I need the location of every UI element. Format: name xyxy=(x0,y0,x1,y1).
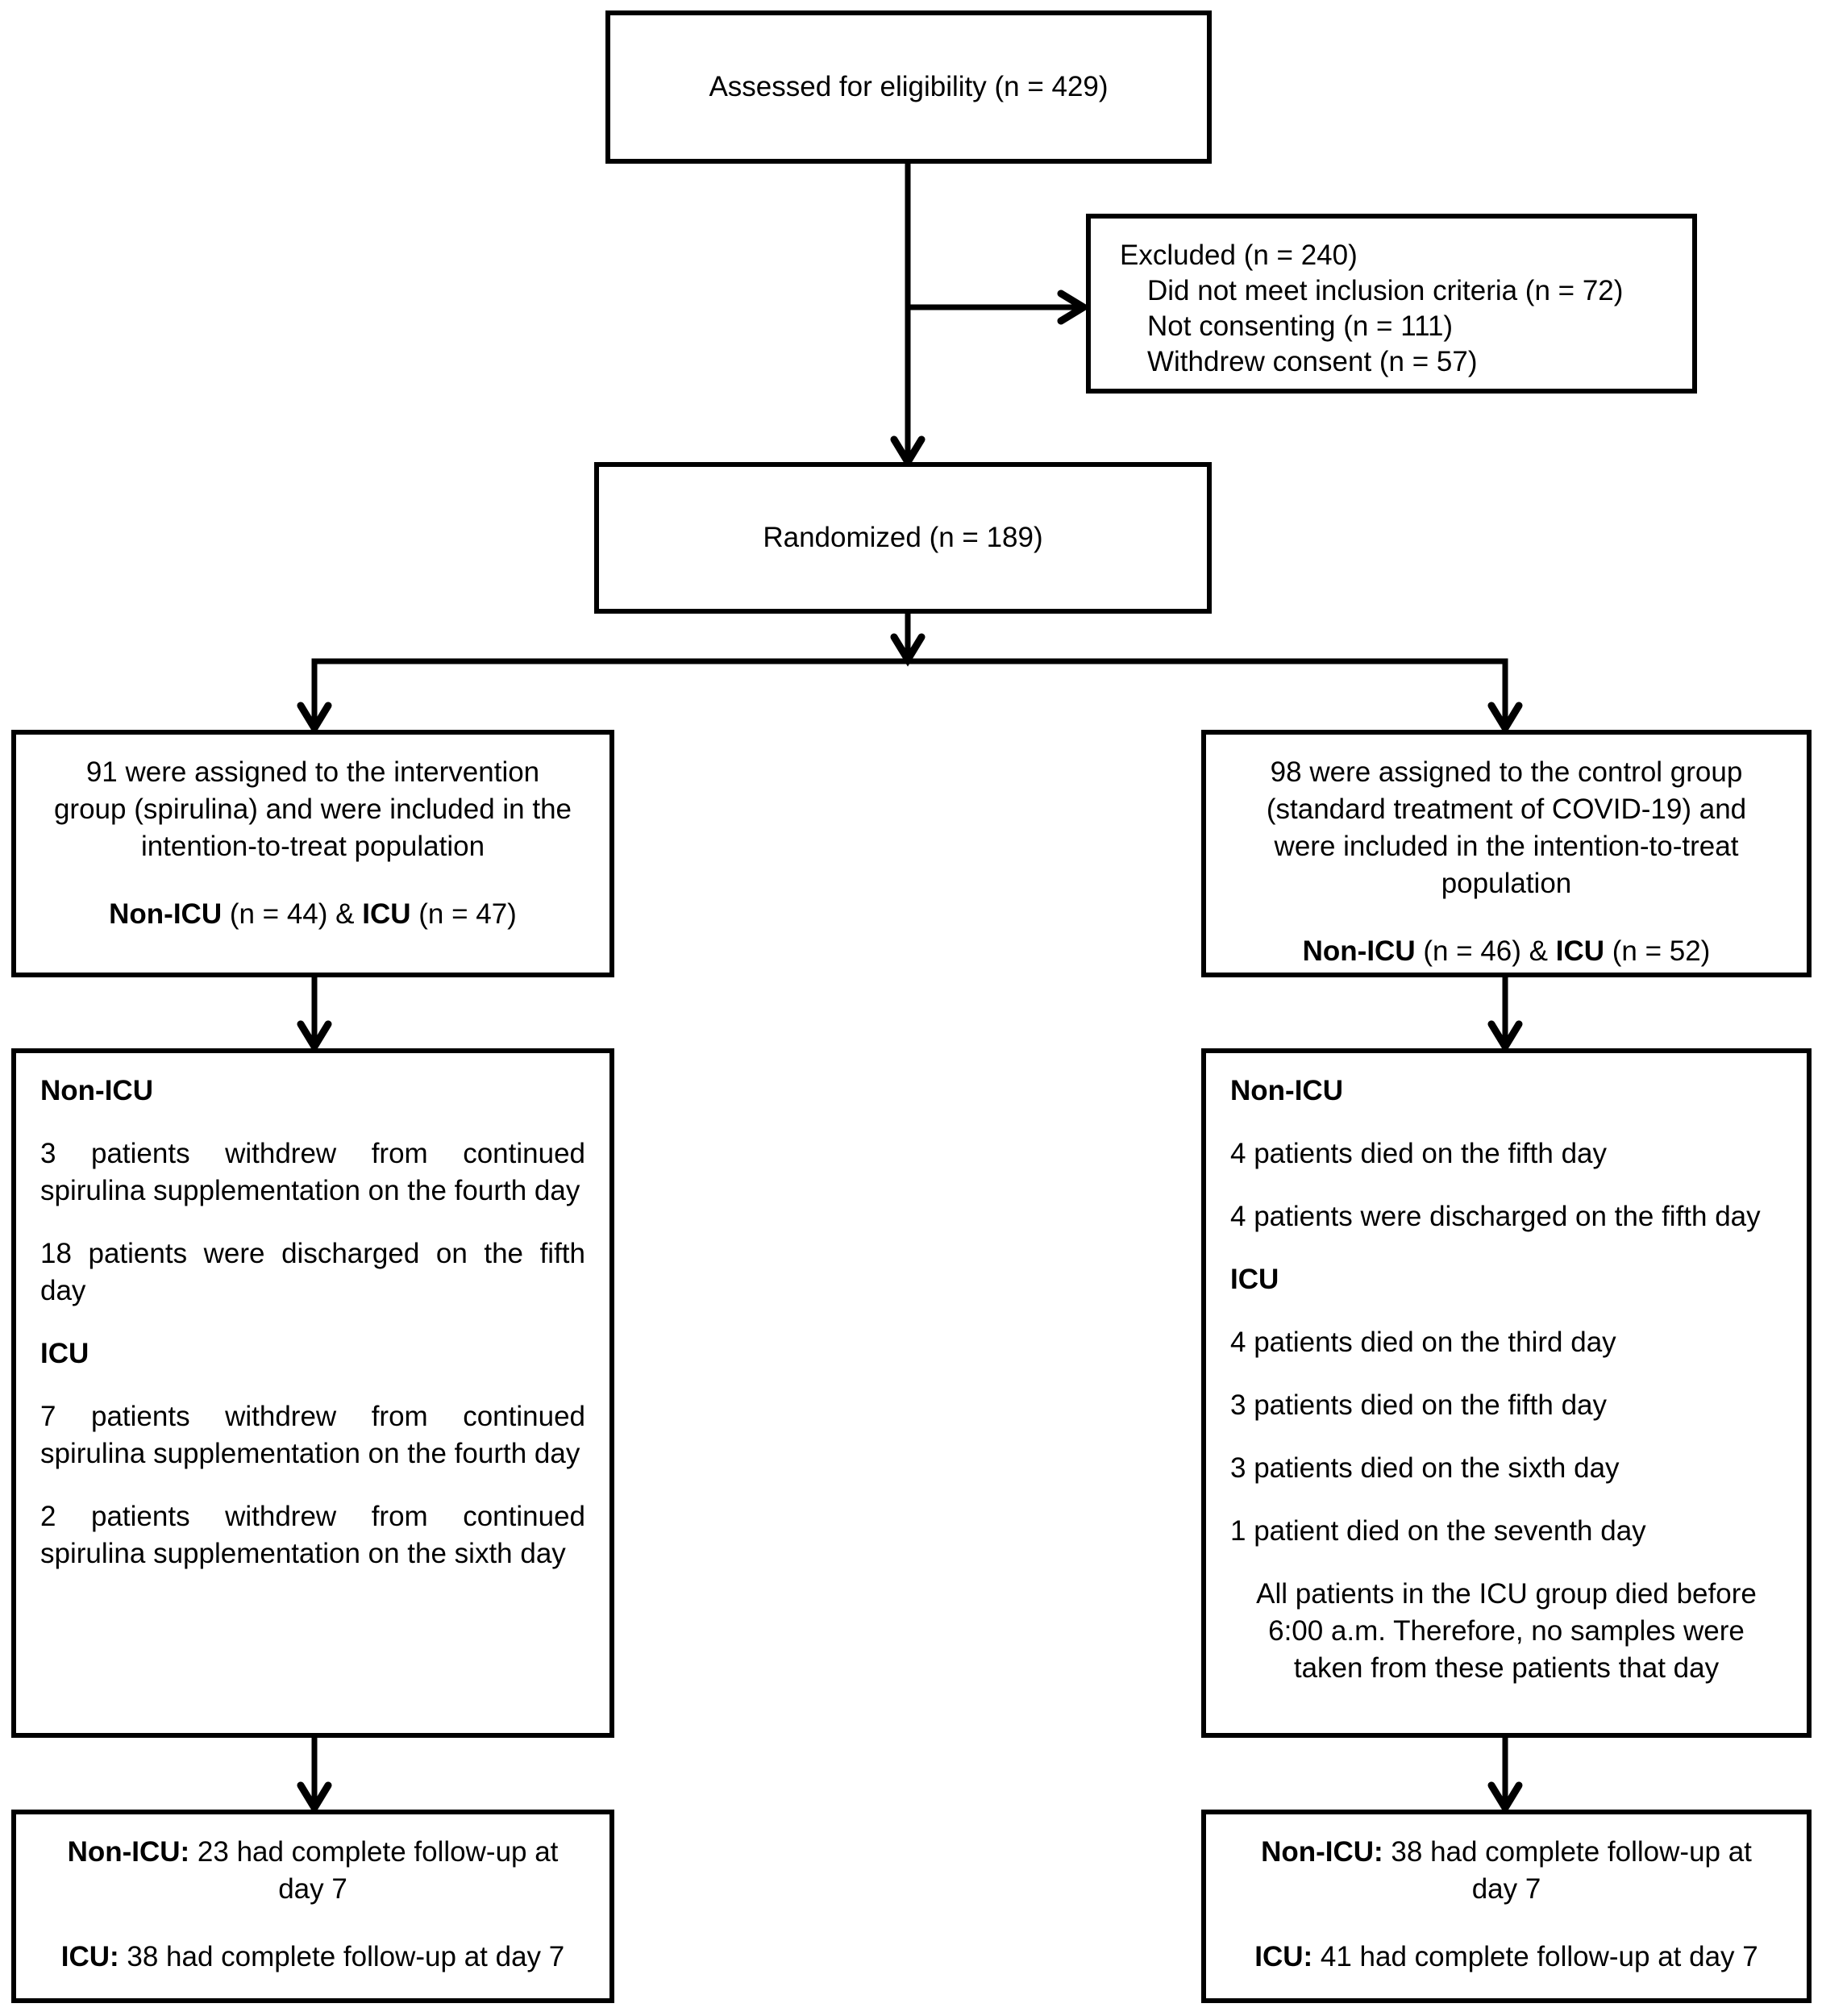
control-subgroup-counts: Non-ICU (n = 46) & ICU (n = 52) xyxy=(1238,933,1774,970)
icu-label: ICU: xyxy=(1254,1941,1313,1972)
arrowhead-down-icon xyxy=(297,702,332,735)
icu-label: ICU xyxy=(362,898,411,930)
control-detail-box: Non-ICU 4 patients died on the fifth day… xyxy=(1201,1048,1812,1738)
icu-count: (n = 52) xyxy=(1604,935,1711,967)
icu-count: (n = 47) xyxy=(410,898,517,930)
arrowhead-down-icon xyxy=(1487,1020,1523,1054)
detail-paragraph: 2 patients withdrew from continued spiru… xyxy=(40,1501,585,1569)
icu-heading: ICU xyxy=(1230,1264,1279,1295)
split-bar xyxy=(311,658,1508,727)
non-icu-label: Non-ICU xyxy=(1302,935,1416,967)
excluded-item: Withdrew consent (n = 57) xyxy=(1147,346,1478,377)
arrowhead-down-icon xyxy=(890,633,926,667)
non-icu-heading: Non-ICU xyxy=(1230,1075,1343,1106)
intervention-detail-box: Non-ICU 3 patients withdrew from continu… xyxy=(11,1048,614,1738)
non-icu-followup-text: 38 had complete follow-up at day 7 xyxy=(1383,1836,1752,1905)
detail-paragraph: 1 patient died on the seventh day xyxy=(1230,1515,1646,1547)
icu-followup: ICU: 41 had complete follow-up at day 7 xyxy=(1242,1939,1770,1976)
non-icu-followup-text: 23 had complete follow-up at day 7 xyxy=(189,1836,559,1905)
control-assignment-text: 98 were assigned to the control group (s… xyxy=(1266,756,1747,899)
icu-label: ICU: xyxy=(60,1941,119,1972)
intervention-assignment-box: 91 were assigned to the intervention gro… xyxy=(11,730,614,977)
excluded-item: Did not meet inclusion criteria (n = 72) xyxy=(1147,275,1624,306)
detail-paragraph: 3 patients died on the fifth day xyxy=(1230,1389,1607,1421)
detail-note: All patients in the ICU group died befor… xyxy=(1256,1578,1757,1684)
icu-followup-text: 41 had complete follow-up at day 7 xyxy=(1312,1941,1758,1972)
excluded-title: Excluded (n = 240) xyxy=(1120,240,1358,271)
randomized-box: Randomized (n = 189) xyxy=(594,462,1212,614)
excluded-item: Not consenting (n = 111) xyxy=(1147,310,1454,342)
non-icu-label: Non-ICU: xyxy=(1261,1836,1383,1868)
non-icu-followup: Non-ICU: 38 had complete follow-up at da… xyxy=(1242,1834,1770,1908)
detail-paragraph: 7 patients withdrew from continued spiru… xyxy=(40,1401,585,1469)
assessed-text: Assessed for eligibility (n = 429) xyxy=(709,71,1109,102)
detail-paragraph: 4 patients died on the fifth day xyxy=(1230,1138,1607,1169)
control-assignment-box: 98 were assigned to the control group (s… xyxy=(1201,730,1812,977)
non-icu-heading: Non-ICU xyxy=(40,1075,153,1106)
arrowhead-down-icon xyxy=(1487,702,1523,735)
arrowhead-down-icon xyxy=(1487,1781,1523,1815)
intervention-assignment-text: 91 were assigned to the intervention gro… xyxy=(53,756,572,862)
assessed-box: Assessed for eligibility (n = 429) xyxy=(605,10,1212,164)
non-icu-count: (n = 44) & xyxy=(222,898,363,930)
non-icu-count: (n = 46) & xyxy=(1415,935,1556,967)
icu-followup-text: 38 had complete follow-up at day 7 xyxy=(119,1941,565,1972)
control-followup-box: Non-ICU: 38 had complete follow-up at da… xyxy=(1201,1810,1812,2003)
arrowhead-down-icon xyxy=(297,1020,332,1054)
non-icu-label: Non-ICU xyxy=(109,898,223,930)
icu-heading: ICU xyxy=(40,1338,89,1369)
non-icu-followup: Non-ICU: 23 had complete follow-up at da… xyxy=(52,1834,573,1908)
detail-paragraph: 18 patients were discharged on the fifth… xyxy=(40,1238,585,1306)
arrowhead-down-icon xyxy=(297,1781,332,1815)
detail-paragraph: 3 patients withdrew from continued spiru… xyxy=(40,1138,585,1206)
excluded-box: Excluded (n = 240) Did not meet inclusio… xyxy=(1086,214,1697,394)
icu-label: ICU xyxy=(1555,935,1605,967)
intervention-followup-box: Non-ICU: 23 had complete follow-up at da… xyxy=(11,1810,614,2003)
randomized-text: Randomized (n = 189) xyxy=(763,522,1043,553)
detail-paragraph: 3 patients died on the sixth day xyxy=(1230,1452,1620,1484)
intervention-subgroup-counts: Non-ICU (n = 44) & ICU (n = 47) xyxy=(48,896,577,933)
arrowhead-right-icon xyxy=(1057,289,1091,325)
detail-paragraph: 4 patients died on the third day xyxy=(1230,1327,1616,1358)
icu-followup: ICU: 38 had complete follow-up at day 7 xyxy=(52,1939,573,1976)
non-icu-label: Non-ICU: xyxy=(67,1836,190,1868)
detail-paragraph: 4 patients were discharged on the fifth … xyxy=(1230,1201,1761,1232)
